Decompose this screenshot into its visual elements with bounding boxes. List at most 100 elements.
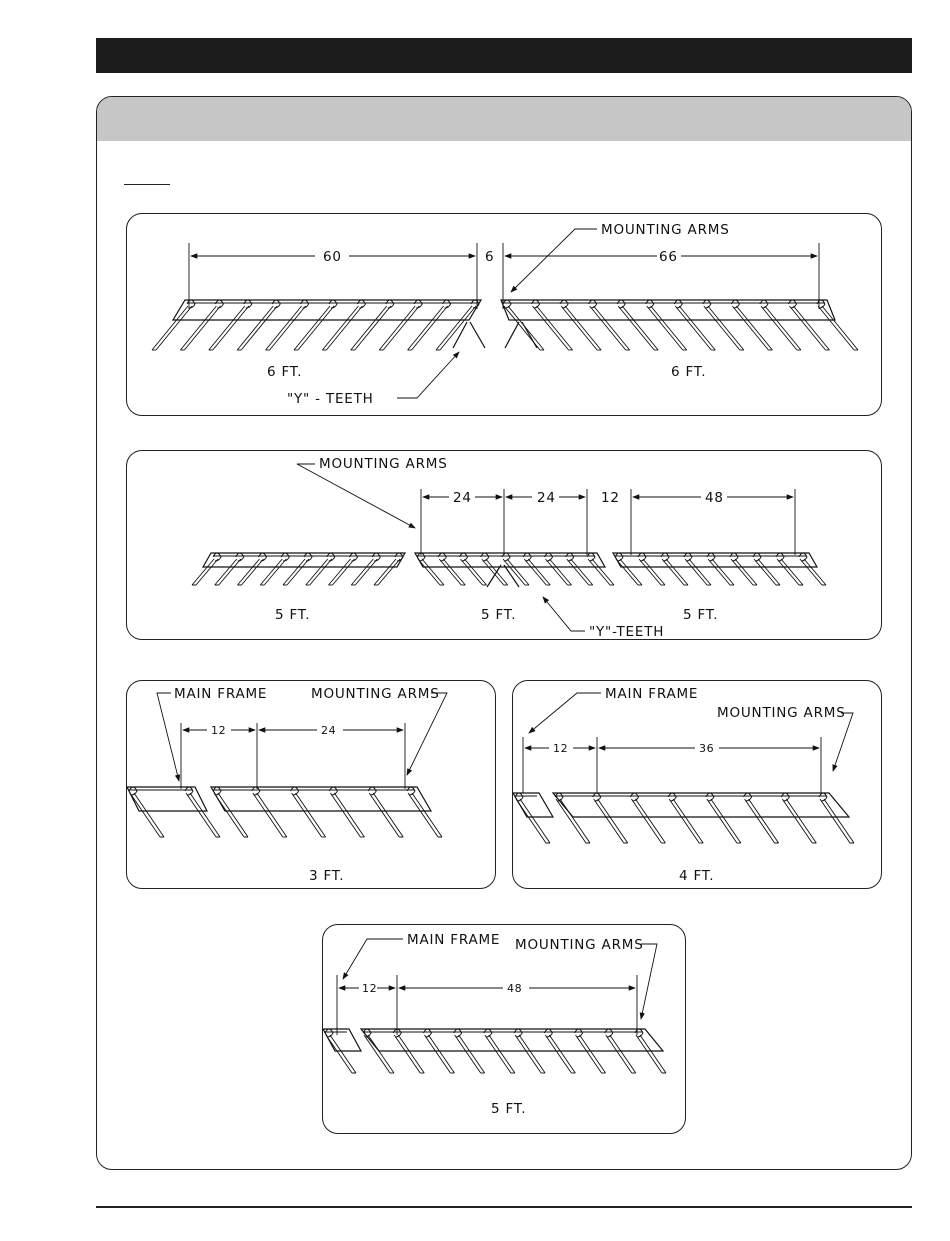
tine	[439, 559, 461, 585]
dimension-24-a: 24	[453, 490, 472, 506]
dimension-12: 12	[601, 490, 620, 506]
rake-bar	[211, 787, 431, 811]
tine	[237, 306, 273, 350]
tine	[351, 559, 373, 585]
tine	[455, 1035, 481, 1073]
tine	[329, 559, 351, 585]
y-teeth-label: "Y"-TEETH	[589, 624, 664, 639]
dimension-48: 48	[705, 490, 724, 506]
mounting-arms-label: MOUNTING ARMS	[311, 686, 440, 702]
tine	[374, 559, 396, 585]
tine	[820, 799, 850, 843]
tine	[745, 799, 775, 843]
tine	[782, 799, 812, 843]
tine	[731, 559, 753, 585]
tine	[732, 306, 768, 350]
tine	[685, 559, 707, 585]
tine	[485, 1035, 511, 1073]
section-label-left: 6 FT.	[267, 364, 302, 380]
rake-bar	[127, 787, 207, 811]
tine	[351, 306, 387, 350]
tine	[326, 1035, 352, 1073]
tine	[408, 793, 438, 837]
tine	[647, 306, 683, 350]
tine	[209, 306, 245, 350]
footer-rule	[96, 1206, 912, 1208]
y-tooth	[505, 322, 519, 348]
tine	[238, 559, 260, 585]
tine	[567, 559, 589, 585]
tine	[590, 306, 626, 350]
dimension-6: 6	[485, 249, 494, 265]
rake-section-right	[501, 300, 858, 350]
tine	[515, 1035, 541, 1073]
tine	[408, 306, 444, 350]
tine	[424, 1035, 450, 1073]
tine	[533, 306, 569, 350]
tine	[516, 799, 546, 843]
main-frame-label: MAIN FRAME	[174, 686, 267, 702]
note-underline	[124, 184, 170, 185]
tine	[754, 559, 776, 585]
tine	[180, 306, 216, 350]
tine	[800, 559, 822, 585]
tine	[576, 1035, 602, 1073]
tine	[364, 1035, 390, 1073]
frame-title-band	[97, 97, 911, 141]
tine	[418, 559, 440, 585]
diagram-4ft-section: MAIN FRAME MOUNTING ARMS 12 36 4 FT.	[512, 680, 882, 889]
tine	[708, 559, 730, 585]
dimension-12: 12	[211, 724, 226, 737]
tine	[618, 306, 654, 350]
tine	[369, 793, 399, 837]
tine	[152, 306, 188, 350]
dimension-36: 36	[699, 742, 714, 755]
y-teeth-label: "Y" - TEETH	[287, 391, 374, 407]
tine	[461, 559, 483, 585]
dimension-24-b: 24	[537, 490, 556, 506]
dimension-12: 12	[362, 982, 377, 995]
tine	[330, 793, 360, 837]
tine	[214, 793, 244, 837]
page-header-bar	[96, 38, 912, 73]
tine	[669, 799, 699, 843]
tine	[594, 799, 624, 843]
mounting-arms-label: MOUNTING ARMS	[717, 705, 846, 721]
tine	[215, 559, 237, 585]
main-frame-label: MAIN FRAME	[605, 686, 698, 702]
tine	[707, 799, 737, 843]
tine	[606, 1035, 632, 1073]
tine	[639, 559, 661, 585]
tine	[662, 559, 684, 585]
section-label-3: 5 FT.	[683, 607, 718, 623]
tine	[631, 799, 661, 843]
dimension-48: 48	[507, 982, 522, 995]
tine	[546, 559, 568, 585]
tine	[292, 793, 322, 837]
tine	[503, 559, 525, 585]
tine	[253, 793, 283, 837]
tine	[524, 559, 546, 585]
section-label: 5 FT.	[491, 1101, 526, 1117]
diagram-5ft-sections: MOUNTING ARMS 24 24 12 48 5 FT. 5 FT. 5 …	[126, 450, 882, 640]
main-frame-label: MAIN FRAME	[407, 932, 500, 948]
rake-bar	[513, 793, 553, 817]
tine	[789, 306, 825, 350]
tine	[394, 1035, 420, 1073]
section-label-right: 6 FT.	[671, 364, 706, 380]
tine	[436, 306, 472, 350]
tine	[675, 306, 711, 350]
diagram-3ft-section: MAIN FRAME MOUNTING ARMS 12 24 3 FT.	[126, 680, 496, 889]
tine	[777, 559, 799, 585]
tine	[482, 559, 504, 585]
rake-section-left	[152, 300, 485, 350]
tine	[306, 559, 328, 585]
section-label: 4 FT.	[679, 868, 714, 884]
tine	[322, 306, 358, 350]
mounting-arms-label: MOUNTING ARMS	[601, 222, 730, 238]
tine	[561, 306, 597, 350]
tine	[283, 559, 305, 585]
dimension-24: 24	[321, 724, 336, 737]
tine	[761, 306, 797, 350]
diagram-5ft-section: MAIN FRAME MOUNTING ARMS 12 48 5 FT.	[322, 924, 686, 1134]
